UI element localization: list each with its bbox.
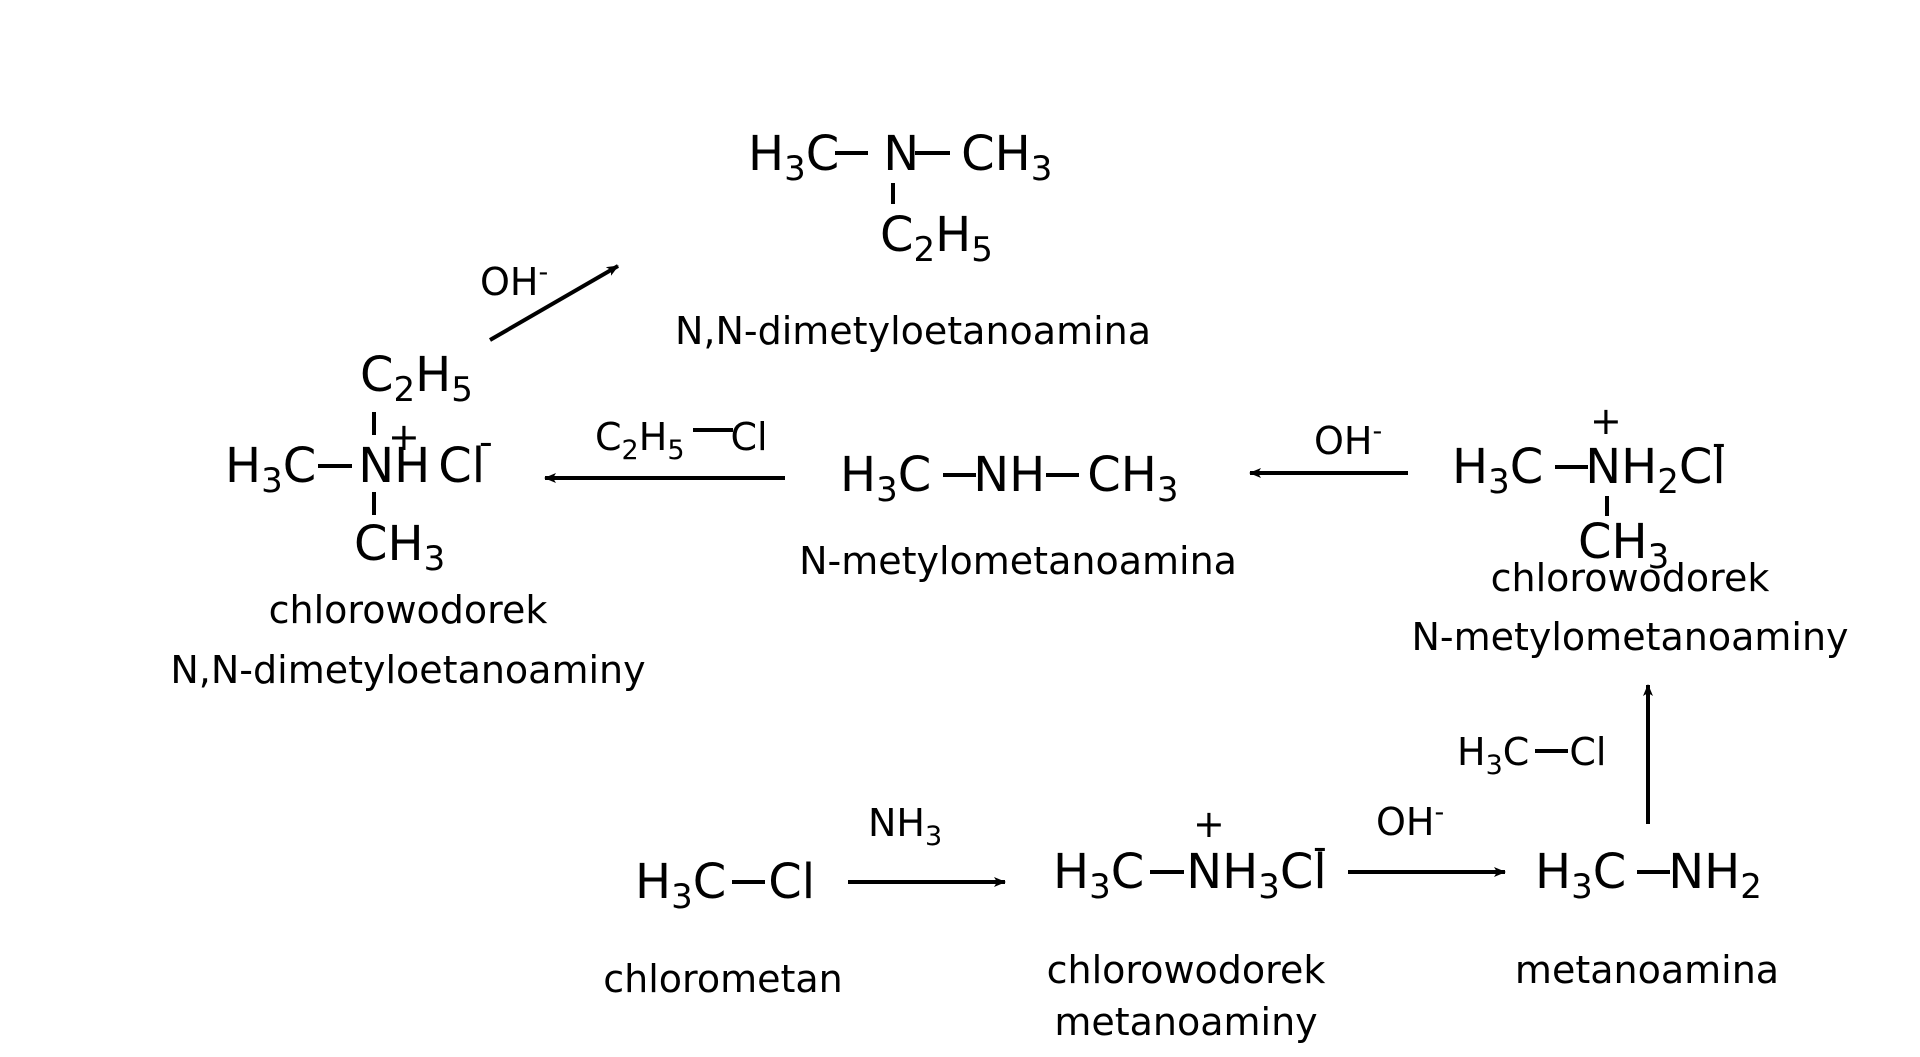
charge-plus: + (388, 415, 420, 459)
charge-plus: + (1590, 399, 1622, 443)
formula-bottom-ch3: CH3 (354, 516, 445, 579)
charge-minus: - (1313, 825, 1327, 869)
name-chlorowodorek-metanoaminy-line2: metanoaminy (1054, 1000, 1317, 1044)
reagent-oh: OH- (480, 257, 548, 304)
reagent-oh: OH- (1376, 797, 1444, 844)
formula-bottom-c2h5: C2H5 (880, 207, 993, 270)
name-chlorowodorek-n-metylometanoaminy-line1: chlorowodorek (1491, 556, 1770, 600)
name-n-n-dimetyloetanoamina: N,N-dimetyloetanoamina (675, 309, 1151, 353)
reaction-arrow (488, 264, 620, 342)
name-chlorowodorek-n-n-dimetyloetanoaminy-line1: chlorowodorek (269, 588, 548, 632)
formula-top-c2h5: C2H5 (360, 347, 473, 410)
charge-plus: + (1193, 802, 1225, 846)
charge-minus: - (1712, 421, 1726, 465)
charge-minus: - (479, 420, 493, 464)
reagent-oh: OH- (1314, 416, 1382, 463)
name-chlorowodorek-n-metylometanoaminy-line2: N-metylometanoaminy (1411, 615, 1848, 659)
name-n-metylometanoamina: N-metylometanoamina (799, 539, 1237, 583)
name-metanoamina: metanoamina (1515, 948, 1779, 992)
formula-branch-ch3: CH3 (1578, 514, 1669, 577)
name-chlorometan: chlorometan (603, 957, 843, 1001)
name-chlorowodorek-n-n-dimetyloetanoaminy-line2: N,N-dimetyloetanoaminy (170, 648, 645, 692)
name-chlorowodorek-metanoaminy-line1: chlorowodorek (1047, 948, 1326, 992)
reagent-nh3: NH3 (868, 801, 942, 852)
